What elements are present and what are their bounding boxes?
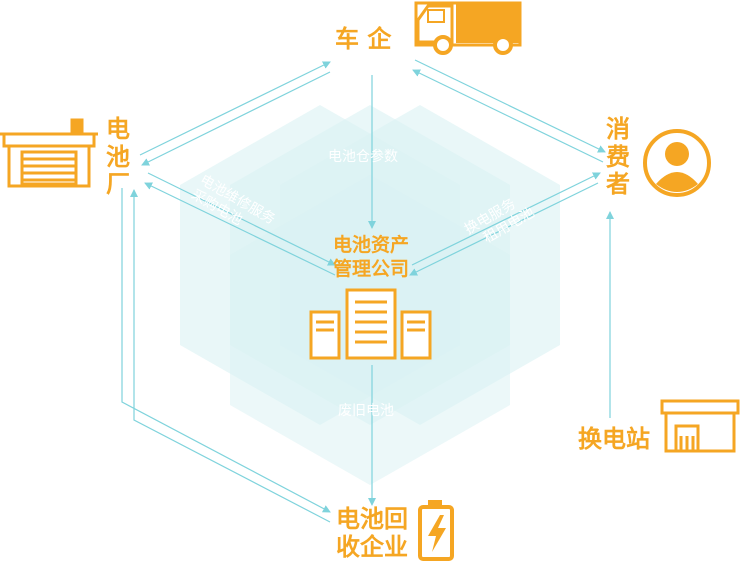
- edge-label-top: 电池仓参数: [328, 149, 398, 165]
- arrow-carmaker-to-consumer: [414, 59, 606, 153]
- arrow-carmaker-to-factory: [141, 71, 331, 166]
- arrow-consumer-to-center: [409, 182, 599, 276]
- edge-label-bottom: 废旧电池: [338, 403, 394, 419]
- arrow-factory-to-recycler: [121, 188, 331, 513]
- swap-station-label: 换电站: [578, 425, 650, 453]
- recycler-label-line1: 电池回: [336, 505, 408, 533]
- station-icon: [660, 399, 740, 453]
- arrow-consumer-to-carmaker: [412, 69, 604, 163]
- arrow-center-to-consumer: [411, 172, 601, 266]
- battery-icon: [418, 500, 454, 561]
- person-icon: [643, 129, 711, 197]
- factory-icon: [0, 118, 98, 188]
- center-label-line2: 管理公司: [332, 257, 409, 280]
- arrow-factory-to-carmaker: [139, 61, 331, 156]
- center-node-label: 电池资产 管理公司: [311, 234, 431, 282]
- server-icon: [309, 288, 432, 360]
- battery-factory-label: 电池厂: [106, 115, 132, 199]
- arrow-recycler-to-factory: [130, 189, 331, 523]
- connection-arrows: [121, 59, 614, 523]
- consumer-label: 消费者: [606, 115, 632, 199]
- recycler-label-line2: 收企业: [336, 533, 408, 561]
- center-label-line1: 电池资产: [332, 234, 409, 256]
- truck-icon: [414, 1, 522, 55]
- arrow-factory-to-center: [147, 172, 336, 266]
- arrow-center-to-factory: [144, 182, 336, 276]
- car-maker-label: 车 企: [335, 25, 392, 53]
